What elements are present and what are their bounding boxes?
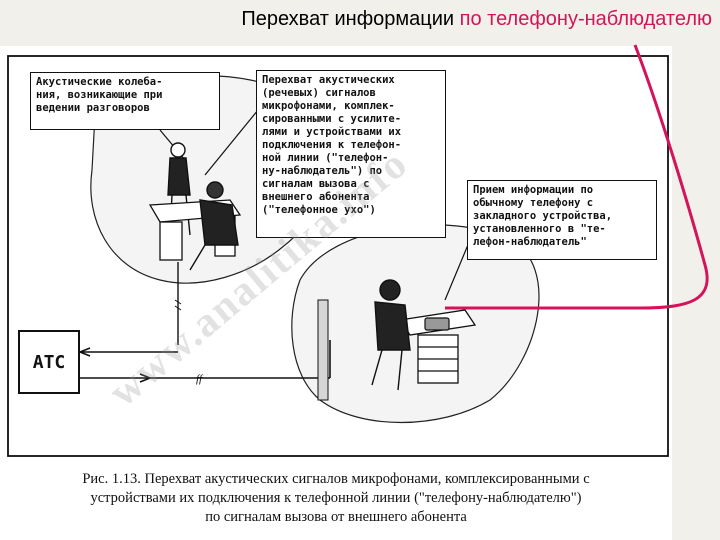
telephone-lines (77, 340, 331, 383)
callout-pointer-interception (204, 109, 259, 176)
title-highlight: по телефону-наблюдателю (459, 8, 712, 30)
title-text: Перехват информации (241, 8, 460, 30)
callout-pointer-reception (444, 239, 471, 301)
line-break-mark (174, 299, 182, 311)
slide-title: Перехват информации по телефону-наблюдат… (0, 8, 712, 31)
callout-information-reception: Прием информации по обычному телефону с … (467, 180, 657, 260)
person-seated-figure (189, 181, 239, 271)
figure-frame (7, 55, 669, 457)
telephone-set-icon (424, 317, 450, 331)
caption-line: Рис. 1.13. Перехват акустических сигнало… (82, 471, 590, 487)
callout-signal-interception: Перехват акустических (речевых) сигналов… (256, 70, 446, 238)
room-two-wall (317, 299, 329, 401)
caption-line: по сигналам вызова от внешнего абонента (205, 509, 467, 525)
accent-connector-line (445, 44, 709, 310)
person-listening-figure (371, 279, 411, 391)
telephone-exchange-label: АТС (32, 351, 66, 373)
callout-acoustic-vibrations: Акустические колеба- ния, возникающие пр… (30, 72, 220, 130)
caption-line: устройствами их подключения к телефонной… (90, 490, 582, 506)
figure-caption: Рис. 1.13. Перехват акустических сигнало… (0, 470, 672, 527)
telephone-exchange-box: АТС (18, 330, 80, 394)
line-break-symbol: ff (196, 373, 204, 385)
